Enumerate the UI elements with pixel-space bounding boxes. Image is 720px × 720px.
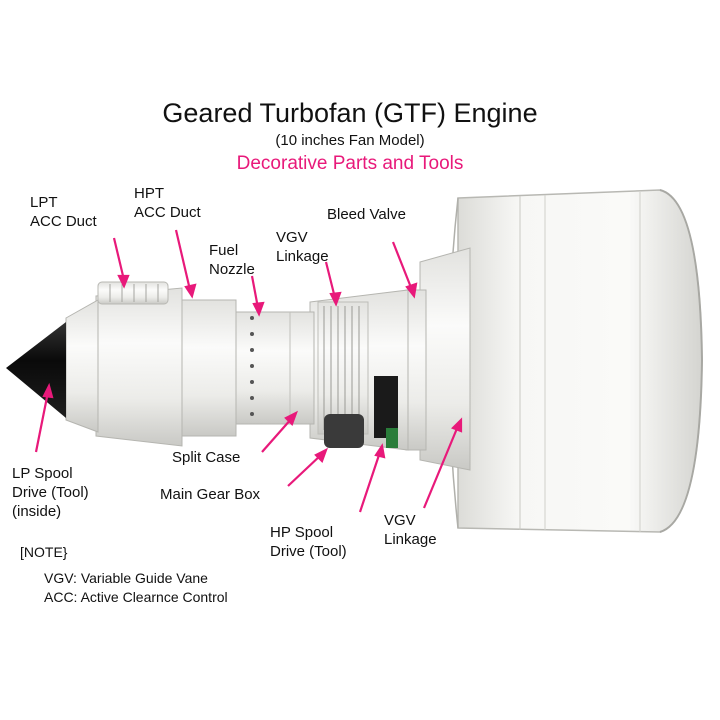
page-subtitle: (10 inches Fan Model) — [275, 132, 425, 149]
label-lpt-acc-duct: LPT ACC Duct — [30, 193, 97, 231]
label-vgv-linkage-bottom-text: VGV Linkage — [384, 512, 437, 548]
note-line-vgv: VGV: Variable Guide Vane — [44, 570, 208, 586]
label-vgv-linkage-top-text: VGV Linkage — [276, 229, 329, 265]
label-hpt-acc-duct: HPT ACC Duct — [134, 184, 201, 222]
section-heading: Decorative Parts and Tools — [236, 153, 464, 174]
label-fuel-nozzle: Fuel Nozzle — [209, 241, 255, 279]
label-lpt-acc-duct-text: LPT ACC Duct — [30, 194, 97, 230]
label-hp-spool-drive: HP Spool Drive (Tool) — [270, 523, 347, 561]
leader-arrows — [34, 229, 463, 513]
label-lp-spool-drive: LP Spool Drive (Tool) (inside) — [12, 464, 89, 521]
note-line-acc: ACC: Active Clearnce Control — [44, 589, 228, 605]
label-lp-spool-drive-text: LP Spool Drive (Tool) (inside) — [12, 465, 89, 520]
label-hp-spool-drive-text: HP Spool Drive (Tool) — [270, 524, 347, 560]
label-vgv-linkage-bottom: VGV Linkage — [384, 511, 437, 549]
main-gear-box — [324, 376, 398, 448]
label-vgv-linkage-top: VGV Linkage — [276, 228, 329, 266]
page-title: Geared Turbofan (GTF) Engine — [162, 98, 538, 128]
label-hpt-acc-duct-text: HPT ACC Duct — [134, 185, 201, 221]
label-bleed-valve: Bleed Valve — [327, 206, 406, 223]
label-main-gear-box: Main Gear Box — [160, 486, 261, 503]
intermediate-case — [405, 247, 471, 471]
turbine-section — [65, 281, 237, 447]
label-split-case: Split Case — [172, 449, 241, 466]
tail-cone — [6, 322, 66, 418]
combustor-section — [231, 311, 315, 425]
fan-case — [448, 189, 704, 533]
note-heading: [NOTE} — [20, 544, 68, 560]
label-fuel-nozzle-text: Fuel Nozzle — [209, 242, 255, 278]
